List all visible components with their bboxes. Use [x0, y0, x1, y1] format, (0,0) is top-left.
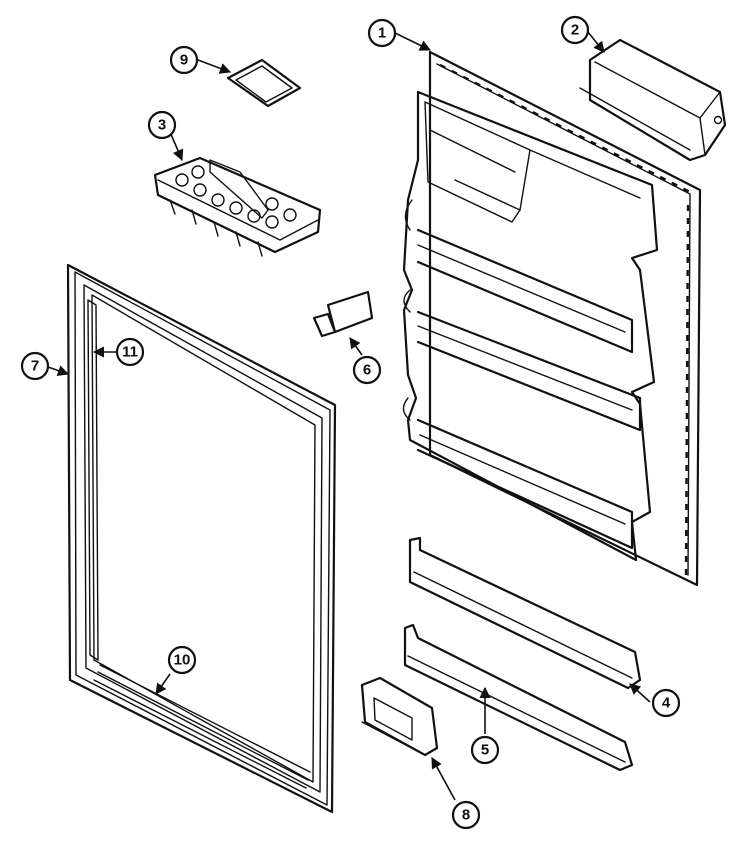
- callout-6-label: 6: [363, 362, 371, 379]
- bracket-part: [312, 290, 374, 338]
- callout-3: 3: [147, 110, 177, 140]
- callout-5: 5: [470, 735, 500, 765]
- callout-2-label: 2: [571, 22, 579, 39]
- callout-11: 11: [115, 337, 145, 367]
- egg-tray-part: [153, 156, 322, 257]
- shelf-bar-part-4: [408, 536, 642, 690]
- callout-1: 1: [367, 18, 397, 48]
- callout-7: 7: [20, 351, 50, 381]
- callout-11-label: 11: [122, 344, 138, 361]
- shelf-bar-part-5: [403, 623, 634, 772]
- callout-3-label: 3: [158, 117, 166, 134]
- dairy-door-part: [579, 38, 727, 162]
- callout-4: 4: [651, 688, 681, 718]
- small-tray-part: [226, 58, 302, 108]
- callout-10: 10: [167, 645, 197, 675]
- callout-1-label: 1: [378, 25, 386, 42]
- callout-5-label: 5: [481, 742, 489, 759]
- callout-10-label: 10: [174, 652, 191, 669]
- callout-4-label: 4: [662, 695, 671, 712]
- callout-8-label: 8: [462, 807, 470, 824]
- callout-2: 2: [560, 15, 590, 45]
- callout-8: 8: [451, 800, 481, 830]
- door-liner-part: [402, 50, 702, 587]
- callout-9-label: 9: [180, 52, 188, 69]
- callout-7-label: 7: [31, 358, 39, 375]
- callout-9: 9: [169, 45, 199, 75]
- leader-lines: [47, 31, 651, 801]
- door-gasket-part: [66, 263, 337, 814]
- callout-6: 6: [352, 355, 382, 385]
- small-bin-part: [360, 676, 439, 757]
